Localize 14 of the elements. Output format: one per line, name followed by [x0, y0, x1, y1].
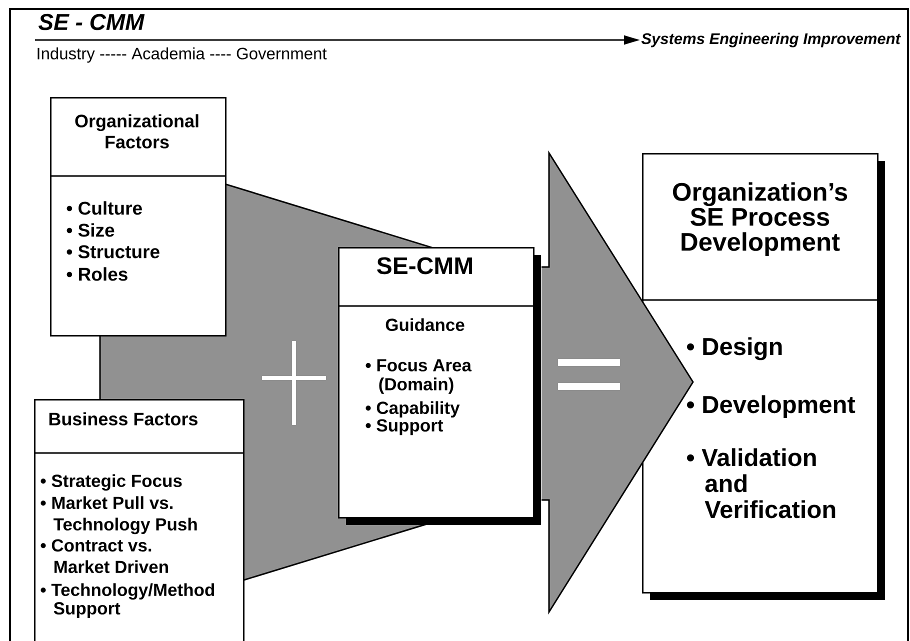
bullet-item: • Technology/Method Support — [40, 583, 214, 618]
bullet-item: • Culture — [66, 201, 142, 215]
arrow-label: Systems Engineering Improvement — [641, 32, 901, 48]
bullet-item: • Size — [66, 223, 114, 237]
bullet-item: • Roles — [66, 267, 128, 281]
block-arrow — [540, 150, 694, 615]
bullet-item: • Contract vs. Market Driven — [40, 539, 168, 574]
title: SE - CMM — [38, 14, 145, 30]
bullet-item: • Market Pull vs. Technology Push — [40, 496, 197, 534]
box-heading: Business Factors — [49, 412, 198, 426]
bullet-item: • Strategic Focus — [40, 474, 182, 491]
bullet-item: • Structure — [66, 245, 160, 258]
timeline-label: Industry ----- Academia ---- Government — [38, 47, 327, 63]
box-heading: Organizational Factors — [75, 114, 198, 148]
